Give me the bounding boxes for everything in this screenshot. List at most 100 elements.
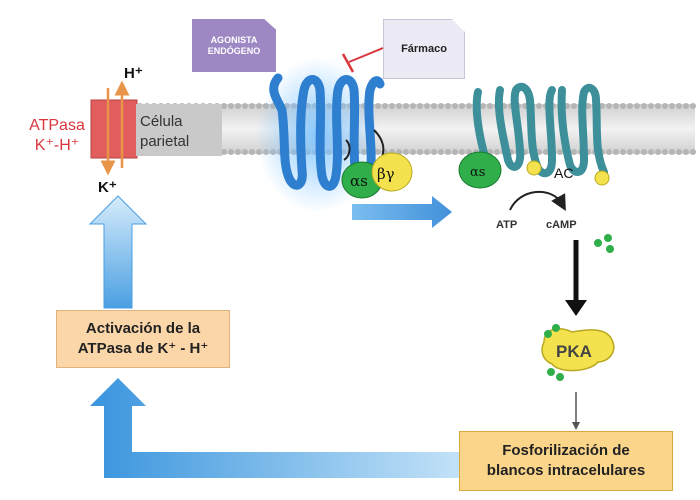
lipid-head [627, 149, 633, 155]
atpase-line1: ATPasa [29, 117, 85, 134]
cell-line1: Célula [140, 113, 183, 130]
lipid-head [655, 103, 661, 109]
k-plus-label: K⁺ [98, 179, 117, 196]
cell-line2: parietal [140, 133, 190, 150]
lipid-head [410, 103, 416, 109]
lipid-head [557, 149, 563, 155]
lipid-head [382, 103, 388, 109]
camp-dot [604, 234, 612, 242]
ac-marker-2 [594, 170, 610, 186]
h-plus-label: H⁺ [124, 65, 143, 82]
pka-to-phospho-head [572, 422, 580, 430]
lipid-head [648, 103, 654, 109]
phospho-line2: blancos intracelulares [486, 462, 646, 479]
lipid-head [620, 149, 626, 155]
lipid-head [221, 103, 227, 109]
lipid-head [648, 149, 654, 155]
lipid-head [389, 103, 395, 109]
lipid-head [452, 149, 458, 155]
beta-gamma-subunit [371, 152, 413, 192]
lipid-head [242, 103, 248, 109]
lipid-head [375, 103, 381, 109]
lipid-head [431, 149, 437, 155]
lipid-head [396, 103, 402, 109]
activation-box: Activación de la ATPasa de K⁺ - H⁺ [56, 310, 230, 368]
alpha-s-bound-label: αs [470, 165, 485, 180]
atp-camp-curve [509, 190, 566, 211]
pka-bound-camp [556, 373, 564, 381]
pka-bound-camp [552, 324, 560, 332]
camp-label: cAMP [546, 219, 577, 231]
cell-label-bg [136, 104, 222, 156]
ac-marker-1 [526, 160, 542, 176]
activation-line2: ATPasa de K⁺ - H⁺ [77, 340, 209, 357]
gprotein-to-ac-arrow [352, 196, 452, 228]
lipid-head [676, 103, 682, 109]
lipid-head [669, 103, 675, 109]
lipid-head [613, 149, 619, 155]
lipid-head [676, 149, 682, 155]
pka-bound-camp [547, 368, 555, 376]
lipid-head [445, 149, 451, 155]
lipid-head [641, 103, 647, 109]
lipid-head [683, 149, 689, 155]
camp-dot [594, 239, 602, 247]
lipid-head [403, 103, 409, 109]
lipid-head [403, 149, 409, 155]
lipid-head [543, 149, 549, 155]
lipid-head [571, 149, 577, 155]
drug-inhibition-bar [341, 53, 355, 73]
lipid-head [417, 103, 423, 109]
lipid-head [249, 103, 255, 109]
lipid-head [235, 103, 241, 109]
lipid-head [662, 149, 668, 155]
lipid-head [480, 103, 486, 109]
lipid-head [690, 103, 696, 109]
lipid-head [466, 103, 472, 109]
lipid-head [410, 149, 416, 155]
lipid-head [487, 103, 493, 109]
atpase-pump [90, 99, 138, 159]
phospho-line1: Fosforilización de [502, 442, 630, 459]
lipid-head [242, 149, 248, 155]
lipid-head [249, 149, 255, 155]
lipid-head [634, 103, 640, 109]
lipid-head [662, 103, 668, 109]
lipid-head [459, 149, 465, 155]
pka-bound-camp [544, 330, 552, 338]
lipid-head [228, 103, 234, 109]
lipid-head [683, 103, 689, 109]
lipid-head [613, 103, 619, 109]
lipid-head [627, 103, 633, 109]
lipid-head [417, 149, 423, 155]
activation-line1: Activación de la [85, 320, 201, 337]
lipid-head [599, 103, 605, 109]
ac-label: AC [554, 165, 573, 181]
camp-dot [606, 245, 614, 253]
lipid-head [494, 149, 500, 155]
lipid-head [641, 149, 647, 155]
phosphorylation-box: Fosforilización de blancos intracelulare… [459, 431, 673, 491]
lipid-head [221, 149, 227, 155]
lipid-head [452, 103, 458, 109]
agonist-line1: AGONISTA [210, 34, 258, 45]
activation-to-atpase-arrow [88, 195, 148, 309]
lipid-head [438, 103, 444, 109]
lipid-head [536, 103, 542, 109]
atp-label: ATP [496, 219, 517, 231]
lipid-head [655, 149, 661, 155]
pka-enzyme [541, 328, 615, 372]
atpase-line2: K⁺-H⁺ [34, 137, 80, 154]
agonist-line2: ENDÓGENO [207, 45, 261, 56]
agonist-box: AGONISTA ENDÓGENO [192, 19, 276, 72]
lipid-head [571, 103, 577, 109]
lipid-head [445, 103, 451, 109]
pka-label: PKA [556, 342, 592, 361]
lipid-head [690, 149, 696, 155]
atpase-label: ATPasa K⁺-H⁺ [18, 114, 96, 158]
beta-gamma-label: βγ [377, 165, 395, 183]
drug-inhibition-line [348, 47, 384, 63]
lipid-head [235, 149, 241, 155]
lipid-head [606, 103, 612, 109]
